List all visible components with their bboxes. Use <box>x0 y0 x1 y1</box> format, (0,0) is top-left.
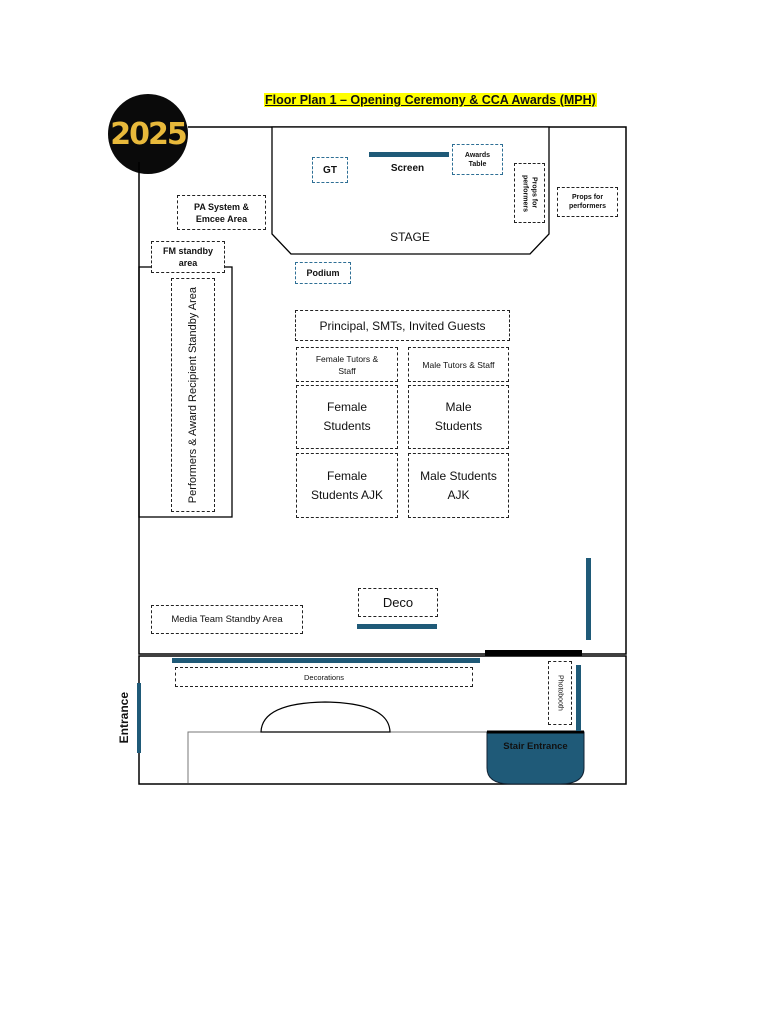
male-students-ajk-box: Male Students AJK <box>408 453 509 518</box>
awards-table-label: Awards Table <box>464 151 491 168</box>
female-students-ajk-box: Female Students AJK <box>296 453 398 518</box>
principal-label: Principal, SMTs, Invited Guests <box>319 318 486 333</box>
performers-standby-box: Performers & Award Recipient Standby Are… <box>171 278 215 512</box>
male-students-label: Male Students <box>434 400 483 433</box>
media-team-label: Media Team Standby Area <box>171 614 283 625</box>
props-stage-box: Props for performers <box>514 163 545 223</box>
corridor-top-bar <box>172 658 480 663</box>
deco-label: Deco <box>382 595 414 610</box>
performers-standby-label: Performers & Award Recipient Standby Are… <box>187 286 199 504</box>
floor-plan-title: Floor Plan 1 – Opening Ceremony & CCA Aw… <box>264 93 597 107</box>
entrance-marker: Entrance <box>115 682 133 754</box>
entrance-bar <box>137 683 141 753</box>
fm-standby-label: FM standby area <box>162 246 213 268</box>
awards-table-box: Awards Table <box>452 144 503 175</box>
stage-label: STAGE <box>390 230 430 244</box>
stair-entrance-label: Stair Entrance <box>503 741 568 752</box>
screen-label: Screen <box>390 163 425 174</box>
deco-box: Deco <box>358 588 438 617</box>
gt-box: GT <box>312 157 348 183</box>
principal-box: Principal, SMTs, Invited Guests <box>295 310 510 341</box>
decorations-label: Decorations <box>303 672 345 682</box>
female-students-label: Female Students <box>323 400 371 433</box>
hall-doorway <box>485 650 582 656</box>
stair-entrance-shape <box>486 731 585 785</box>
deco-bar <box>357 624 437 629</box>
podium-label: Podium <box>306 268 340 278</box>
media-team-box: Media Team Standby Area <box>151 605 303 634</box>
photobooth-bar <box>576 665 581 731</box>
decorations-box: Decorations <box>175 667 473 687</box>
pa-system-label: PA System & Emcee Area <box>193 201 250 224</box>
event-logo: 2025 <box>108 94 188 174</box>
props-right-label: Props for performers <box>569 194 606 210</box>
male-students-box: Male Students <box>408 385 509 449</box>
arch-structure <box>260 701 391 733</box>
gt-label: GT <box>323 164 337 176</box>
inner-wall-line <box>187 731 490 783</box>
logo-year: 2025 <box>110 116 187 152</box>
female-students-ajk-label: Female Students AJK <box>310 468 384 502</box>
photobooth-box: Photobooth <box>548 661 572 725</box>
female-students-box: Female Students <box>296 385 398 449</box>
male-tutors-label: Male Tutors & Staff <box>422 359 495 370</box>
pa-system-box: PA System & Emcee Area <box>177 195 266 230</box>
props-right-box: Props for performers <box>557 187 618 217</box>
fm-standby-box: FM standby area <box>151 241 225 273</box>
photobooth-label: Photobooth <box>556 675 564 711</box>
stage-outline <box>271 126 550 255</box>
female-tutors-box: Female Tutors & Staff <box>296 347 398 382</box>
podium-box: Podium <box>295 262 351 284</box>
right-wall-bar <box>586 558 591 640</box>
screen-bar <box>369 152 449 157</box>
female-tutors-label: Female Tutors & Staff <box>315 353 379 376</box>
entrance-label: Entrance <box>117 692 131 744</box>
male-tutors-box: Male Tutors & Staff <box>408 347 509 382</box>
male-students-ajk-label: Male Students AJK <box>420 468 497 502</box>
props-stage-label: Props for performers <box>521 174 538 212</box>
